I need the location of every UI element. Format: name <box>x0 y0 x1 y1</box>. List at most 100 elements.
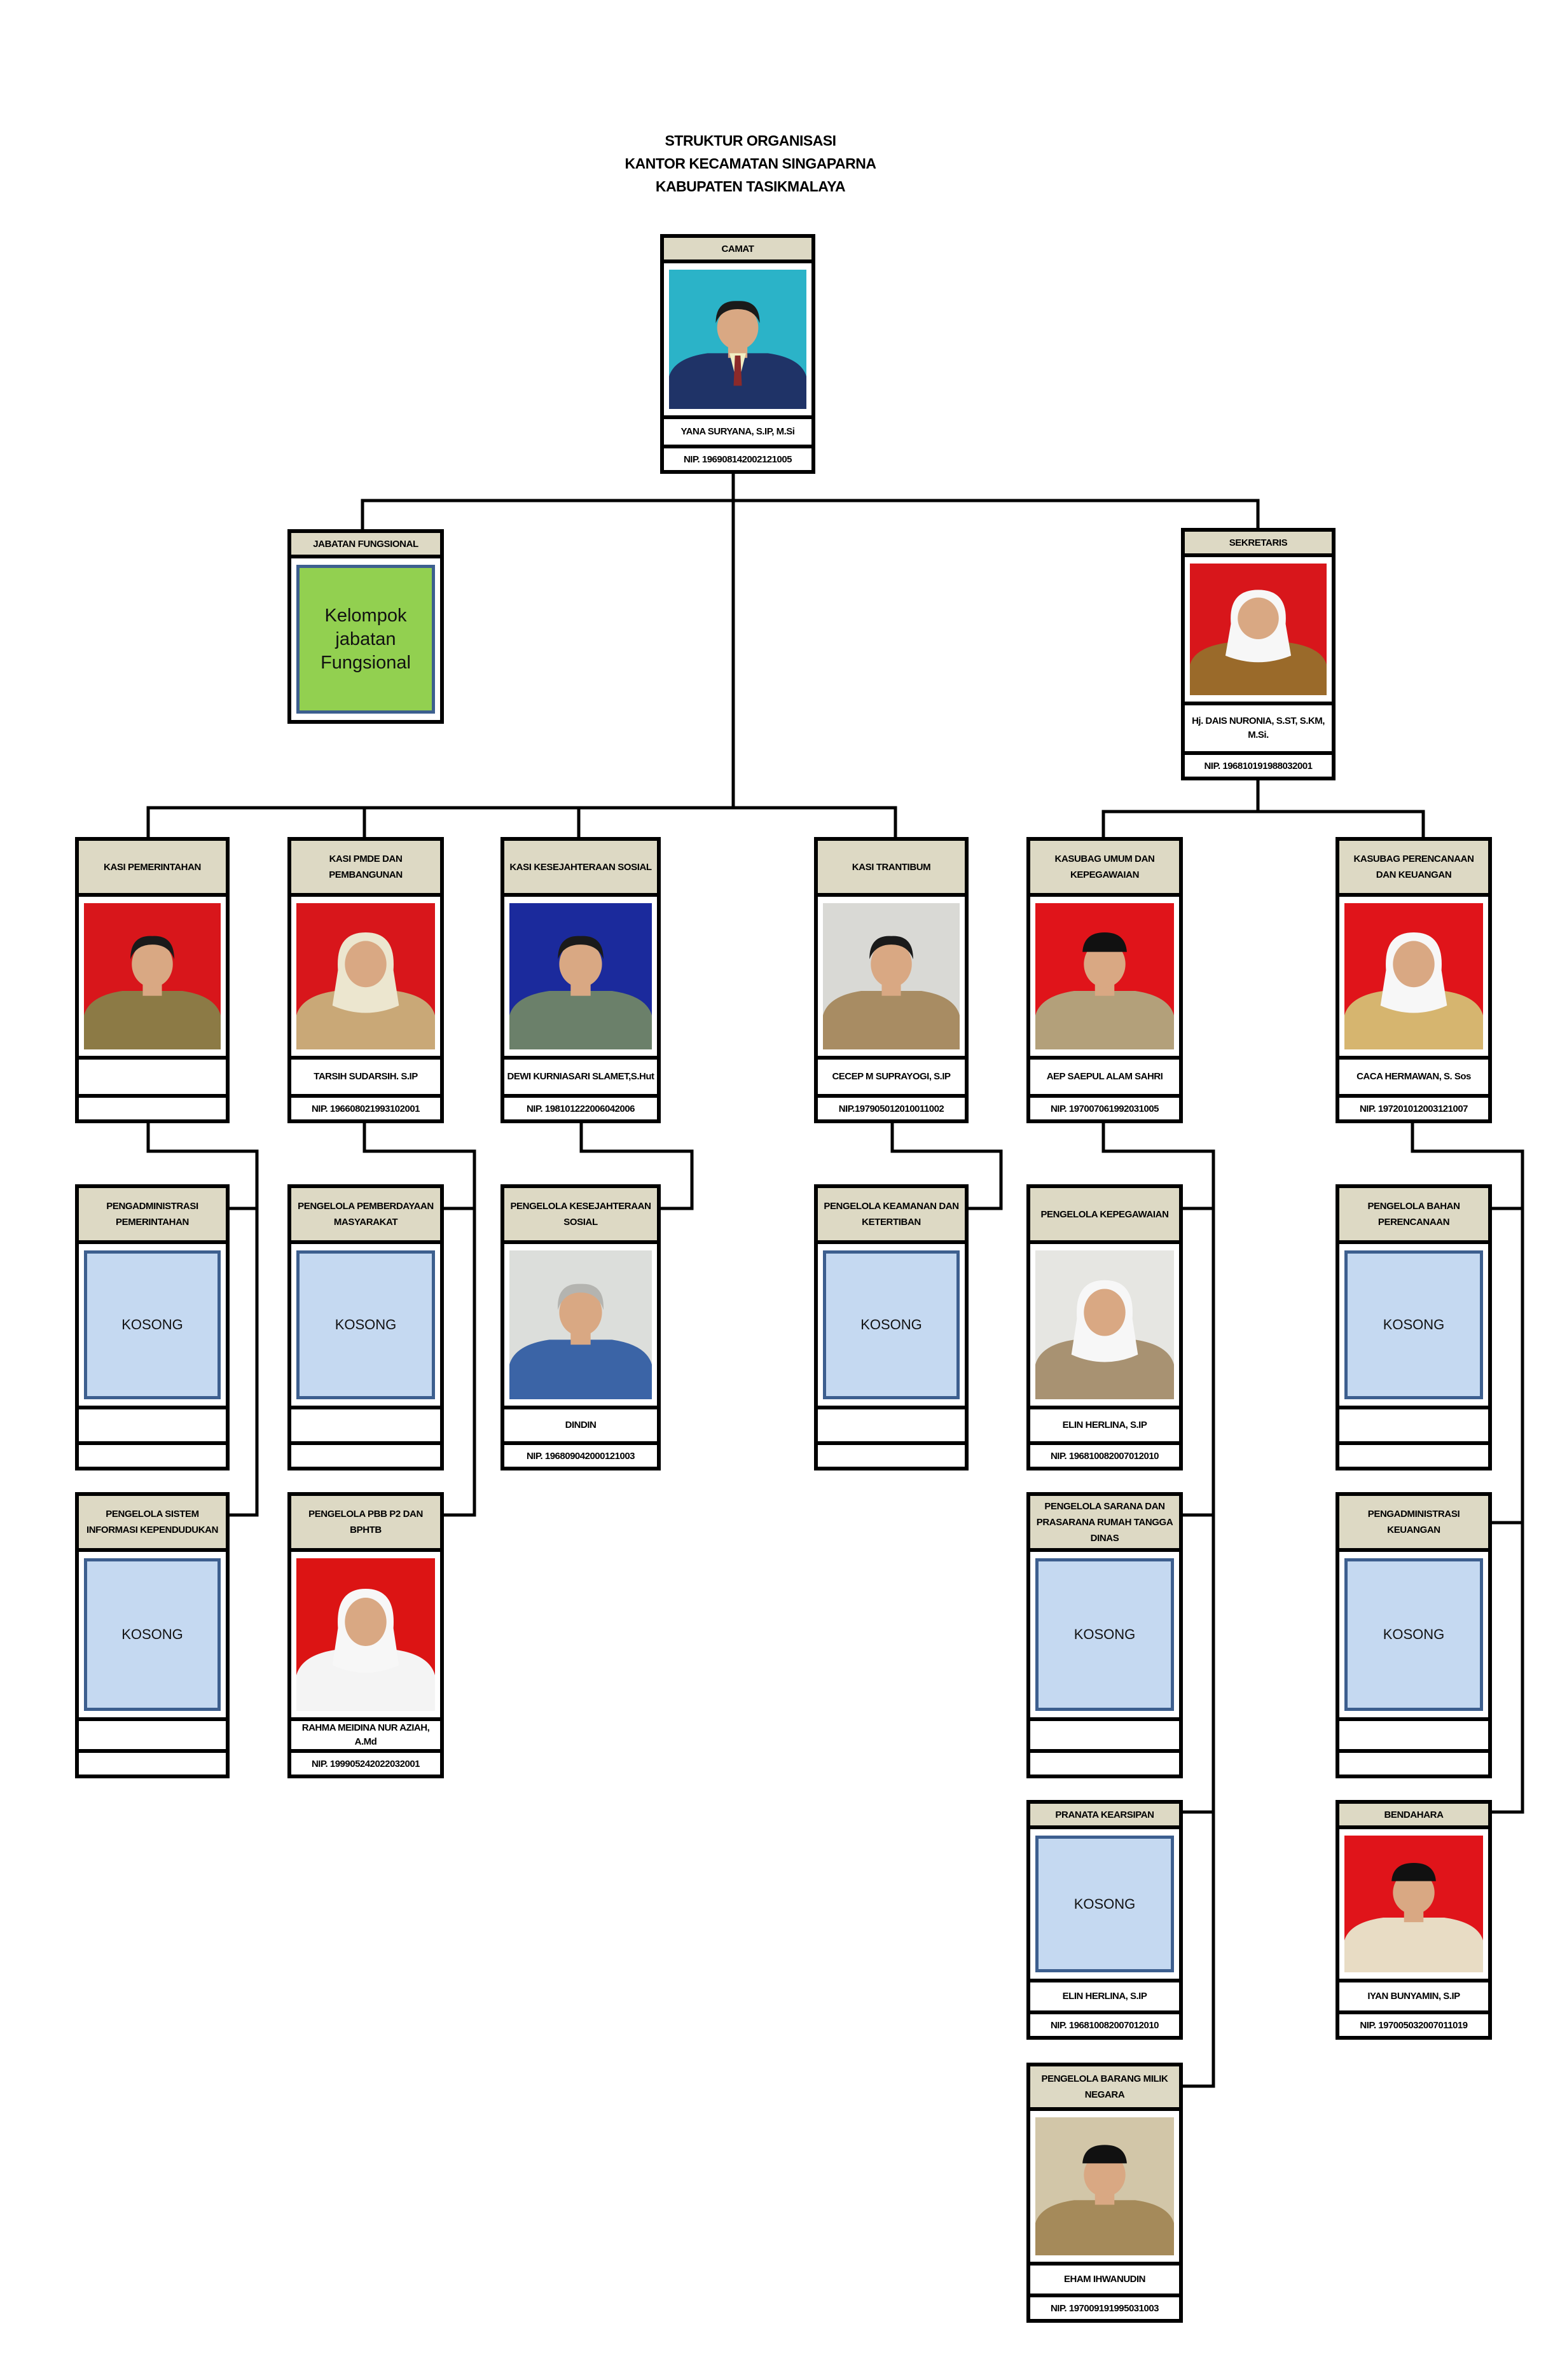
person-nip <box>79 1749 226 1775</box>
person-nip: NIP. 196908142002121005 <box>664 445 811 470</box>
portrait-photo <box>1035 903 1174 1049</box>
portrait-photo <box>296 1558 435 1711</box>
position-title: PENGELOLA KEAMANAN DAN KETERTIBAN <box>818 1188 965 1244</box>
person-name: IYAN BUNYAMIN, S.IP <box>1339 1979 1488 2010</box>
connector-sekretaris-bus <box>1101 780 1425 837</box>
person-nip: NIP. 196608021993102001 <box>291 1094 440 1119</box>
functional-group-box: Kelompok jabatan Fungsional <box>296 565 435 714</box>
position-title: KASUBAG UMUM DAN KEPEGAWAIAN <box>1030 841 1179 897</box>
position-title: KASUBAG PERENCANAAN DAN KEUANGAN <box>1339 841 1488 897</box>
person-name: YANA SURYANA, S.IP, M.Si <box>664 415 811 445</box>
position-title: PENGADMINISTRASI PEMERINTAHAN <box>79 1188 226 1244</box>
org-card-kasi-kesos: KASI KESEJAHTERAAN SOSIAL DEWI KURNIASAR… <box>500 837 661 1123</box>
person-nip: NIP. 196810082007012010 <box>1030 2010 1179 2036</box>
org-card-kasubag-perencanaan: KASUBAG PERENCANAAN DAN KEUANGAN CACA HE… <box>1336 837 1492 1123</box>
person-nip <box>291 1441 440 1467</box>
org-card-pengelola-bahan-perencanaan: PENGELOLA BAHAN PERENCANAAN KOSONG <box>1336 1184 1492 1470</box>
org-card-pengelola-kepegawaian: PENGELOLA KEPEGAWAIAN ELIN HERLINA, S.IP… <box>1026 1184 1183 1470</box>
position-title: PENGELOLA BARANG MILIK NEGARA <box>1030 2066 1179 2111</box>
portrait-photo <box>296 903 435 1049</box>
vacant-placeholder: KOSONG <box>1344 1250 1483 1399</box>
org-card-sekretaris: SEKRETARIS Hj. DAIS NURONIA, S.ST, S.KM,… <box>1181 528 1336 780</box>
org-card-pengelola-sarana: PENGELOLA SARANA DAN PRASARANA RUMAH TAN… <box>1026 1492 1183 1778</box>
position-title: PENGELOLA SARANA DAN PRASARANA RUMAH TAN… <box>1030 1496 1179 1552</box>
chart-title-line3: KABUPATEN TASIKMALAYA <box>655 178 846 195</box>
person-nip: NIP. 198101222006042006 <box>504 1094 657 1119</box>
person-name <box>1339 1406 1488 1441</box>
portrait-photo <box>84 903 221 1049</box>
portrait-photo <box>1035 1250 1174 1399</box>
person-nip: NIP. 197007061992031005 <box>1030 1094 1179 1119</box>
position-title: PENGELOLA KEPEGAWAIAN <box>1030 1188 1179 1244</box>
org-card-kasi-pemerintahan: KASI PEMERINTAHAN <box>75 837 230 1123</box>
chart-title-line1: STRUKTUR ORGANISASI <box>665 132 836 149</box>
person-name <box>1339 1717 1488 1749</box>
person-nip <box>1339 1441 1488 1467</box>
org-card-pengelola-sistem-informasi: PENGELOLA SISTEM INFORMASI KEPENDUDUKAN K… <box>75 1492 230 1778</box>
person-nip: NIP. 196810082007012010 <box>1030 1441 1179 1467</box>
position-title: PENGADMINISTRASI KEUANGAN <box>1339 1496 1488 1552</box>
person-nip <box>79 1441 226 1467</box>
position-title: KASI TRANTIBUM <box>818 841 965 897</box>
person-nip: NIP. 197201012003121007 <box>1339 1094 1488 1119</box>
portrait-photo <box>1344 1836 1483 1972</box>
portrait-photo <box>509 1250 652 1399</box>
position-title: KASI KESEJAHTERAAN SOSIAL <box>504 841 657 897</box>
person-nip: NIP. 196809042000121003 <box>504 1441 657 1467</box>
person-name: RAHMA MEIDINA NUR AZIAH, A.Md <box>291 1717 440 1749</box>
person-name <box>818 1406 965 1441</box>
position-title: SEKRETARIS <box>1185 532 1332 557</box>
chart-title-line2: KANTOR KECAMATAN SINGAPARNA <box>625 155 876 172</box>
org-card-pengadministrasi-keuangan: PENGADMINISTRASI KEUANGAN KOSONG <box>1336 1492 1492 1778</box>
position-title: PENGELOLA PBB P2 DAN BPHTB <box>291 1496 440 1552</box>
person-name: Hj. DAIS NURONIA, S.ST, S.KM, M.Si. <box>1185 702 1332 751</box>
portrait-photo <box>509 903 652 1049</box>
position-title: JABATAN FUNGSIONAL <box>291 533 440 558</box>
position-title: PENGELOLA SISTEM INFORMASI KEPENDUDUKAN <box>79 1496 226 1552</box>
connector-level2-bus <box>361 499 1260 529</box>
person-name: ELIN HERLINA, S.IP <box>1030 1979 1179 2010</box>
vacant-placeholder: KOSONG <box>1344 1558 1483 1711</box>
vacant-placeholder: KOSONG <box>84 1250 221 1399</box>
position-title: BENDAHARA <box>1339 1804 1488 1829</box>
position-title: KASI PMDE DAN PEMBANGUNAN <box>291 841 440 897</box>
person-name <box>79 1056 226 1094</box>
org-card-pengelola-pbb: PENGELOLA PBB P2 DAN BPHTB RAHMA MEIDINA… <box>287 1492 444 1778</box>
person-name: CECEP M SUPRAYOGI, S.IP <box>818 1056 965 1094</box>
person-name: AEP SAEPUL ALAM SAHRI <box>1030 1056 1179 1094</box>
position-title: PENGELOLA KESEJAHTERAAN SOSIAL <box>504 1188 657 1244</box>
org-card-pengadministrasi-pemerintahan: PENGADMINISTRASI PEMERINTAHAN KOSONG <box>75 1184 230 1470</box>
person-name <box>79 1717 226 1749</box>
person-nip: NIP. 197009191995031003 <box>1030 2294 1179 2319</box>
person-name: ELIN HERLINA, S.IP <box>1030 1406 1179 1441</box>
connector-kasi-bus <box>146 806 897 837</box>
person-nip: NIP.197905012010011002 <box>818 1094 965 1119</box>
person-nip <box>818 1441 965 1467</box>
org-card-kasubag-umum: KASUBAG UMUM DAN KEPEGAWAIAN AEP SAEPUL … <box>1026 837 1183 1123</box>
person-name: DINDIN <box>504 1406 657 1441</box>
person-nip <box>1030 1749 1179 1775</box>
org-card-pengelola-keamanan: PENGELOLA KEAMANAN DAN KETERTIBAN KOSONG <box>814 1184 969 1470</box>
org-card-jabatan-fungsional: JABATAN FUNGSIONAL Kelompok jabatan Fungs… <box>287 529 444 724</box>
person-nip <box>79 1094 226 1119</box>
person-name: EHAM IHWANUDIN <box>1030 2262 1179 2294</box>
portrait-photo <box>1035 2117 1174 2255</box>
person-name <box>1030 1717 1179 1749</box>
portrait-photo <box>1344 903 1483 1049</box>
position-title: CAMAT <box>664 238 811 263</box>
person-name: CACA HERMAWAN, S. Sos <box>1339 1056 1488 1094</box>
person-nip: NIP. 196810191988032001 <box>1185 751 1332 777</box>
vacant-placeholder: KOSONG <box>1035 1558 1174 1711</box>
vacant-placeholder: KOSONG <box>823 1250 960 1399</box>
org-card-pengelola-barang: PENGELOLA BARANG MILIK NEGARA EHAM IHWAN… <box>1026 2063 1183 2323</box>
position-title: PENGELOLA BAHAN PERENCANAAN <box>1339 1188 1488 1244</box>
vacant-placeholder: KOSONG <box>84 1558 221 1711</box>
position-title: PRANATA KEARSIPAN <box>1030 1804 1179 1829</box>
position-title: KASI PEMERINTAHAN <box>79 841 226 897</box>
